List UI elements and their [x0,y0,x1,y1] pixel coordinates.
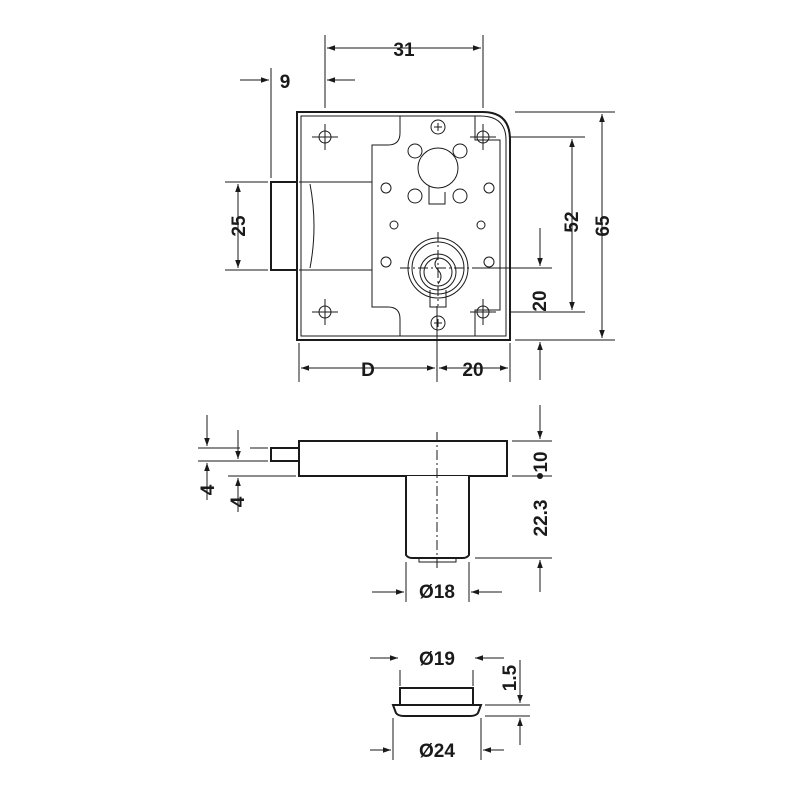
side-view [270,432,508,568]
dim-52: 52 [562,211,583,232]
dim-diameter-19: Ø19 [419,649,455,670]
dim-20-horizontal: 20 [462,360,483,381]
dim-D: D [361,360,375,381]
dim-31: 31 [393,40,415,61]
screws [430,119,446,331]
dim-22-3: 22.3 [531,500,552,537]
escutcheon-collar [399,687,474,706]
dim-1-5: 1.5 [500,664,521,691]
escutcheon: Ø19 1.5 Ø24 [370,649,530,762]
screw-holes [312,124,496,325]
dim-diameter-18: Ø18 [419,582,455,603]
bolt [270,181,300,271]
dim-4-first: 4 [198,484,219,495]
escutcheon-flange [391,704,483,717]
dim-25: 25 [229,215,250,237]
dim-20-vertical: 20 [530,290,551,311]
side-body [298,440,508,477]
lock-body [296,111,511,341]
side-bolt [270,447,300,462]
plate-holes [380,143,495,268]
dim-9: 9 [280,72,291,93]
dim-10: 10 [531,451,552,472]
mechanism-plate [371,116,401,336]
dim-4-second: 4 [228,496,249,507]
dim-65: 65 [593,215,614,237]
side-dimensions: 4 4 10 22.3 Ø18 [198,405,552,603]
dim-diameter-24: Ø24 [419,741,455,762]
key-cylinder [400,232,476,308]
front-dimensions: 31 9 25 52 65 20 D 20 [225,35,615,382]
front-view [270,111,511,341]
